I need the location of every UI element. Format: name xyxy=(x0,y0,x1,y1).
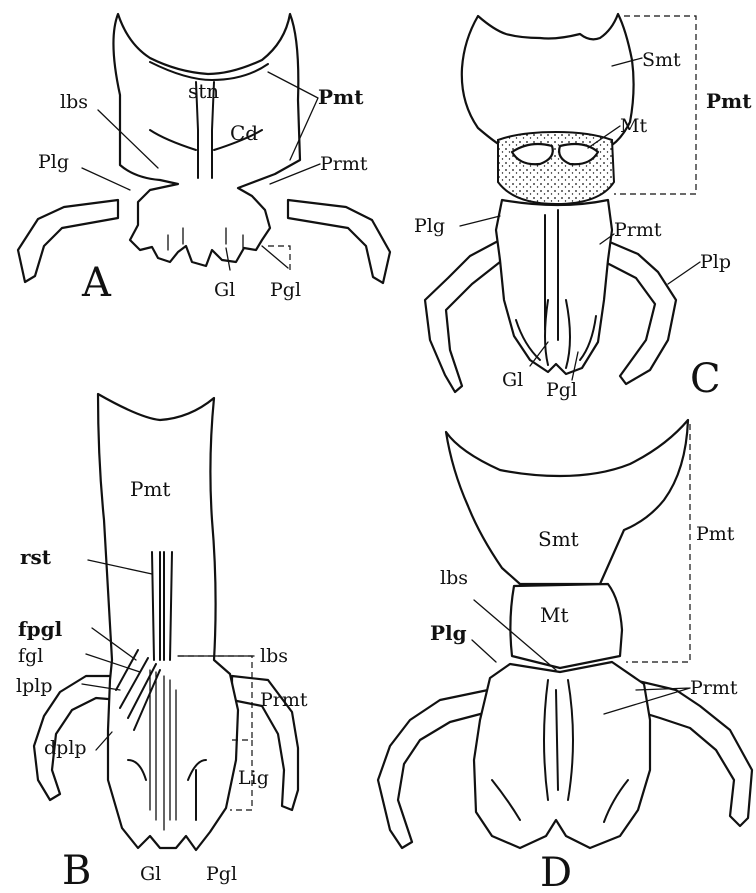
panel-b-label-fpgl: fpgl xyxy=(18,617,63,641)
panel-a-right-palp xyxy=(288,200,390,283)
panel-c-submentum xyxy=(462,14,634,145)
panel-c-label-smt: Smt xyxy=(642,49,681,71)
panel-b: Pmt rst fpgl fgl lplp lbs Prmt dplp Lig … xyxy=(16,394,308,893)
panel-a-label-lbs: lbs xyxy=(60,91,88,113)
panel-a-label-stn: stn xyxy=(188,79,219,103)
panel-d-prementum xyxy=(474,662,650,848)
panel-c-label-pmt: Pmt xyxy=(706,89,752,113)
panel-a-leader-pgl xyxy=(262,246,288,268)
panel-c-leader-plg xyxy=(460,216,500,226)
panel-a: stn Cd lbs Pmt Plg Prmt Gl Pgl A xyxy=(18,14,390,306)
panel-a-label-pgl: Pgl xyxy=(270,279,301,301)
panel-a-label-pmt: Pmt xyxy=(318,85,364,109)
panel-a-leader-plg xyxy=(82,168,130,190)
panel-c-label-prmt: Prmt xyxy=(614,219,662,241)
panel-a-pgl-bracket xyxy=(268,246,290,272)
panel-b-label-rst: rst xyxy=(20,545,52,569)
panel-c-leader-plp xyxy=(668,262,700,284)
panel-c-prementum xyxy=(496,200,612,374)
panel-b-label-pgl: Pgl xyxy=(206,863,237,885)
panel-c: Smt Pmt Mt Plg Prmt Plp Gl Pgl C xyxy=(414,14,752,402)
panel-c-left-palp xyxy=(425,240,500,392)
panel-c-label-plg: Plg xyxy=(414,215,445,237)
panel-d: Smt Pmt lbs Mt Plg Prmt D xyxy=(378,420,752,893)
panel-a-label-plg: Plg xyxy=(38,151,69,173)
panel-d-right-palp xyxy=(634,680,752,826)
panel-a-label-prmt: Prmt xyxy=(320,153,368,175)
panel-d-letter: D xyxy=(540,850,572,893)
panel-d-submentum xyxy=(446,420,688,584)
panel-b-label-dplp: dplp xyxy=(44,737,87,759)
panel-c-label-mt: Mt xyxy=(620,115,647,137)
panel-a-label-gl: Gl xyxy=(214,279,235,301)
panel-d-left-palp xyxy=(378,690,488,848)
panel-d-leader-plg xyxy=(472,640,496,662)
panel-d-label-prmt: Prmt xyxy=(690,677,738,699)
panel-c-label-plp: Plp xyxy=(700,251,731,273)
panel-b-label-lbs: lbs xyxy=(260,645,288,667)
panel-d-label-mt: Mt xyxy=(540,603,569,627)
panel-c-label-pgl: Pgl xyxy=(546,379,577,401)
panel-c-label-gl: Gl xyxy=(502,369,523,391)
panel-c-letter: C xyxy=(690,356,721,402)
panel-b-label-fgl: fgl xyxy=(18,645,43,667)
panel-d-label-lbs: lbs xyxy=(440,567,468,589)
panel-a-prementum-body xyxy=(113,14,300,266)
panel-a-label-cd: Cd xyxy=(230,121,258,145)
panel-b-letter: B xyxy=(62,848,91,893)
panel-c-right-palp xyxy=(605,240,676,384)
panel-b-label-pmt: Pmt xyxy=(130,477,170,501)
panel-d-label-plg: Plg xyxy=(430,621,467,645)
panel-b-label-prmt: Prmt xyxy=(260,689,308,711)
panel-a-letter: A xyxy=(81,260,112,306)
panel-d-label-pmt: Pmt xyxy=(696,523,735,545)
panel-b-prementum-body xyxy=(98,394,238,850)
panel-b-label-lplp: lplp xyxy=(16,675,52,697)
panel-b-label-lig: Lig xyxy=(238,767,269,789)
panel-b-label-gl: Gl xyxy=(140,863,161,885)
panel-d-label-smt: Smt xyxy=(538,527,579,551)
